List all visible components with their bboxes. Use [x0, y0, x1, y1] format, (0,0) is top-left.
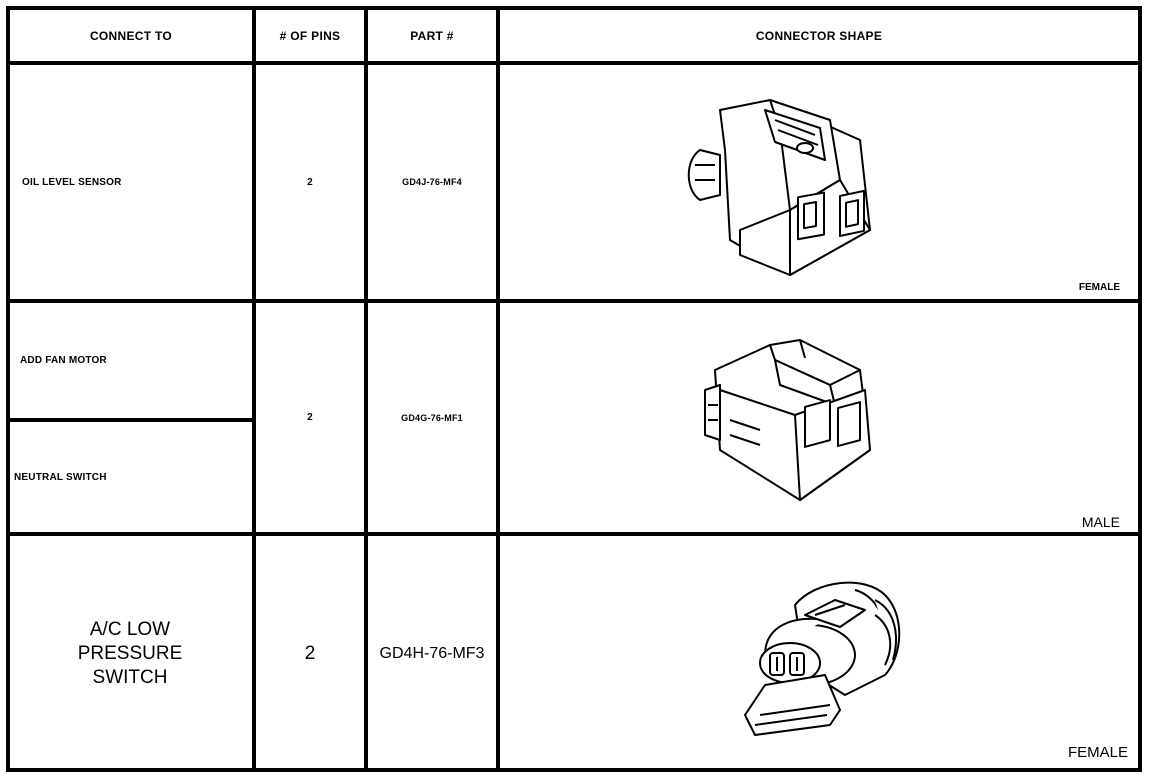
- row2-pins: 2: [307, 412, 313, 423]
- connector-round-female-drawing: [744, 581, 901, 736]
- row1-gender: FEMALE: [1078, 282, 1120, 293]
- row3-gender: FEMALE: [1067, 744, 1128, 761]
- column-divider: [364, 6, 368, 772]
- row-divider: [6, 61, 1142, 65]
- row3-pins: 2: [304, 643, 316, 664]
- row2-part: GD4G-76-MF1: [401, 412, 463, 423]
- connector-table: [6, 6, 1142, 772]
- row3-connect-to: A/C LOW PRESSURE SWITCH: [77, 619, 183, 688]
- header-connect-to: CONNECT TO: [89, 28, 173, 43]
- header-part: PART #: [410, 28, 454, 43]
- row1-connect-to: OIL LEVEL SENSOR: [22, 176, 122, 188]
- row2-connect-to: ADD FAN MOTOR: [20, 355, 107, 366]
- row3-part: GD4H-76-MF3: [379, 645, 485, 662]
- column-divider: [496, 6, 500, 772]
- row2-gender: MALE: [1081, 514, 1120, 530]
- row-divider: [6, 532, 1142, 536]
- header-pins: # OF PINS: [279, 28, 341, 43]
- connector-2pin-female-drawing: [687, 99, 871, 276]
- row-divider: [6, 299, 1142, 303]
- header-connector-shape: CONNECTOR SHAPE: [755, 28, 883, 43]
- row1-part: GD4J-76-MF4: [402, 177, 462, 187]
- row-divider: [6, 418, 256, 422]
- row1-pins: 2: [307, 176, 313, 188]
- column-divider: [252, 6, 256, 772]
- row2-connect-to-2: NEUTRAL SWITCH: [14, 471, 107, 483]
- connector-2pin-male-drawing: [704, 339, 871, 501]
